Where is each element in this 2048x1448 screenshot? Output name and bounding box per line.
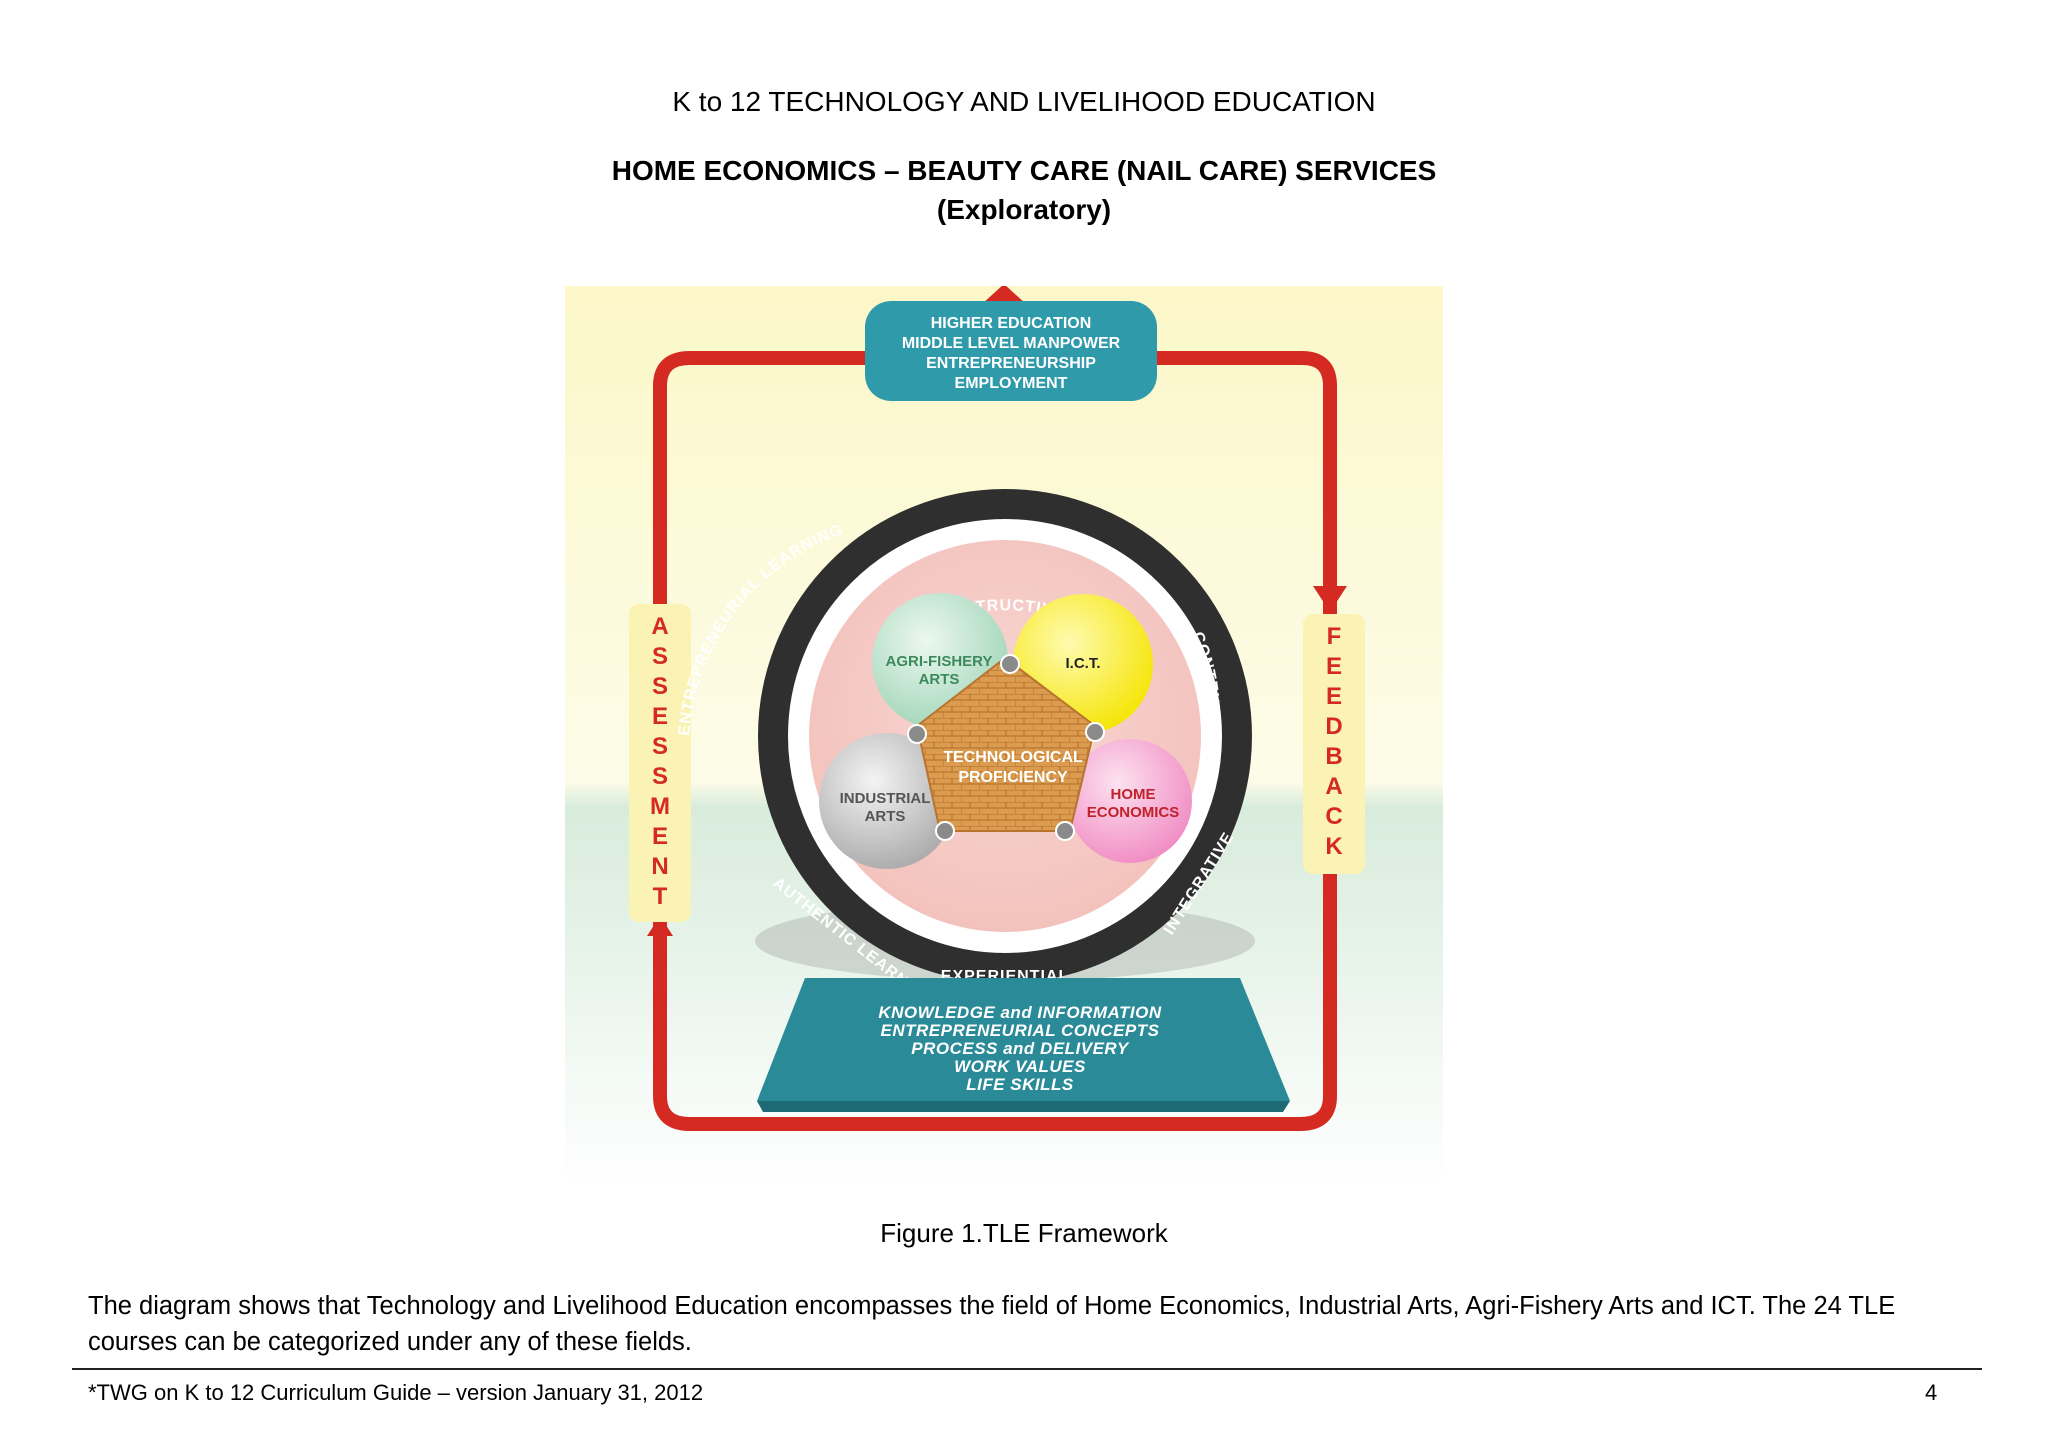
foundation-platform-edge [757, 1101, 1290, 1112]
bottom-loop-line [653, 586, 1337, 1131]
bolt-icon [907, 724, 927, 744]
foundation-line-2: ENTREPRENEURIAL CONCEPTS [881, 1021, 1160, 1040]
outcomes-box [865, 301, 1157, 401]
assessment-letter-3: S [652, 673, 668, 700]
assessment-letter-2: S [652, 643, 668, 670]
body-paragraph: The diagram shows that Technology and Li… [88, 1292, 1896, 1356]
subtitle-line-2: (Exploratory) [936, 194, 1112, 225]
assessment-letter-9: N [651, 853, 668, 880]
technological-proficiency-pentagon [915, 656, 1097, 832]
feedback-letter-1: F [1327, 623, 1342, 650]
assessment-letter-1: A [651, 613, 668, 640]
tle-framework-figure: HIGHER EDUCATION MIDDLE LEVEL MANPOWER E… [565, 286, 1443, 1186]
industrial-label-line-2: ARTS [865, 808, 906, 825]
outcome-line-1: HIGHER EDUCATION [931, 315, 1092, 332]
feedback-label-box [1303, 614, 1365, 874]
feedback-label: F E E D B A C K [1325, 623, 1343, 860]
document-title: K to 12 TECHNOLOGY AND LIVELIHOOD EDUCAT… [672, 86, 1376, 117]
feedback-letter-8: K [1325, 833, 1343, 860]
foundation-platform [757, 978, 1290, 1101]
outcome-line-3: ENTREPRENEURSHIP [926, 355, 1096, 372]
bolt-icon [935, 821, 955, 841]
center-label-line-1: TECHNOLOGICAL [943, 749, 1083, 766]
outcome-line-4: EMPLOYMENT [955, 375, 1068, 392]
bolt-icon [1055, 821, 1075, 841]
industrial-arts-sphere [819, 733, 955, 869]
feedback-letter-6: A [1325, 773, 1342, 800]
document-subtitle: HOME ECONOMICS – BEAUTY CARE (NAIL CARE)… [0, 151, 2048, 229]
assessment-letter-10: T [653, 883, 668, 910]
footer-divider [72, 1368, 1982, 1370]
feedback-letter-2: E [1326, 653, 1342, 680]
footer-text: *TWG on K to 12 Curriculum Guide – versi… [88, 1380, 704, 1405]
foundation-line-1: KNOWLEDGE and INFORMATION [878, 1003, 1161, 1022]
assessment-letter-6: S [652, 763, 668, 790]
foundation-line-5: LIFE SKILLS [966, 1075, 1074, 1094]
feedback-letter-4: D [1325, 713, 1342, 740]
agri-label-line-1: AGRI-FISHERY [886, 653, 993, 670]
page-number: 4 [1925, 1380, 1938, 1405]
learning-principles-ring [758, 489, 1252, 983]
outcome-line-2: MIDDLE LEVEL MANPOWER [902, 335, 1121, 352]
center-label-line-2: PROFICIENCY [958, 769, 1068, 786]
feedback-arrow-head [1313, 586, 1347, 612]
feedback-letter-7: C [1325, 803, 1342, 830]
ict-label: I.C.T. [1065, 655, 1100, 672]
home-label-line-1: HOME [1111, 786, 1156, 803]
home-economics-sphere [1068, 739, 1192, 863]
pentagon-bolts [907, 654, 1105, 841]
assessment-letter-8: E [652, 823, 668, 850]
foundation-line-4: WORK VALUES [954, 1057, 1086, 1076]
subtitle-line-1: HOME ECONOMICS – BEAUTY CARE (NAIL CARE)… [611, 155, 1437, 186]
assessment-letter-4: E [652, 703, 668, 730]
assessment-label: A S S E S S M E N T [650, 613, 670, 910]
feedback-letter-3: E [1326, 683, 1342, 710]
assessment-letter-5: S [652, 733, 668, 760]
assessment-label-box [629, 604, 691, 922]
bolt-icon [1000, 654, 1020, 674]
assessment-arrow-head [647, 916, 673, 936]
feedback-letter-5: B [1325, 743, 1342, 770]
assessment-letter-7: M [650, 793, 670, 820]
figure-caption: Figure 1.TLE Framework [880, 1218, 1168, 1248]
home-label-line-2: ECONOMICS [1087, 804, 1180, 821]
industrial-label-line-1: INDUSTRIAL [840, 790, 931, 807]
bolt-icon [1085, 722, 1105, 742]
agri-label-line-2: ARTS [919, 671, 960, 688]
foundation-line-3: PROCESS and DELIVERY [911, 1039, 1130, 1058]
tle-framework-diagram: HIGHER EDUCATION MIDDLE LEVEL MANPOWER E… [565, 286, 1443, 1186]
